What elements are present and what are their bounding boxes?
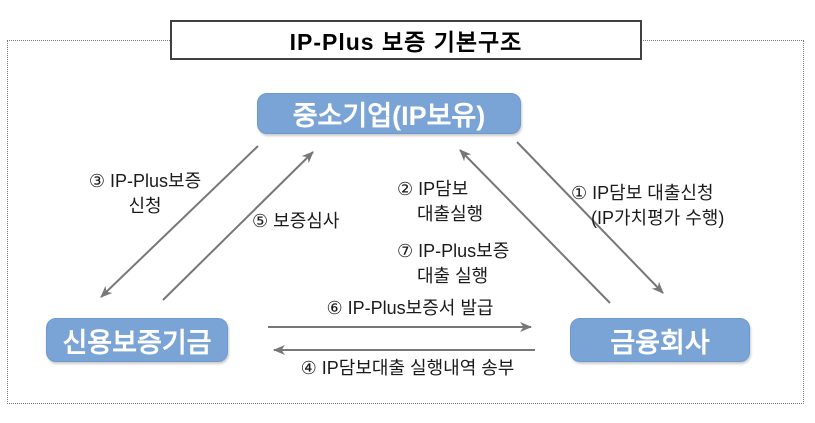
flow-label-6-line1: ⑥ IP-Plus보증서 발급	[326, 298, 494, 318]
flow-label-5-line1: ⑤ 보증심사	[252, 211, 340, 231]
flow-label-7: ⑦ IP-Plus보증 대출 실행	[397, 239, 509, 289]
node-sme: 중소기업(IP보유)	[257, 93, 521, 134]
node-bank: 금융회사	[570, 318, 750, 362]
flow-label-2-line1: ② IP담보	[397, 179, 469, 199]
flow-label-7-line1: ⑦ IP-Plus보증	[397, 241, 510, 261]
flow-label-4: ④ IP담보대출 실행내역 송부	[265, 356, 550, 381]
flow-label-5: ⑤ 보증심사	[252, 209, 339, 234]
node-bank-label: 금융회사	[610, 327, 710, 358]
flow-label-6: ⑥ IP-Plus보증서 발급	[280, 296, 540, 321]
flow-label-1: ① IP담보 대출신청 (IP가치평가 수행)	[571, 181, 724, 231]
node-kodit: 신용보증기금	[46, 318, 228, 362]
flow-label-2: ② IP담보 대출실행	[397, 177, 483, 227]
node-sme-label: 중소기업(IP보유)	[292, 101, 486, 131]
flow-label-1-line2: (IP가치평가 수행)	[591, 208, 725, 228]
node-kodit-label: 신용보증기금	[62, 327, 212, 358]
flow-label-2-line2: 대출실행	[417, 204, 484, 224]
flow-label-3-line1: ③ IP-Plus보증	[88, 171, 202, 191]
flow-label-3-line2: 신청	[128, 196, 162, 216]
flow-label-4-line1: ④ IP담보대출 실행내역 송부	[300, 358, 515, 378]
diagram-title-box: IP-Plus 보증 기본구조	[170, 20, 642, 60]
flow-label-7-line2: 대출 실행	[417, 266, 489, 286]
flow-label-3: ③ IP-Plus보증 신청	[60, 169, 230, 219]
flow-label-1-line1: ① IP담보 대출신청	[571, 183, 714, 203]
page-title: IP-Plus 보증 기본구조	[289, 29, 523, 55]
